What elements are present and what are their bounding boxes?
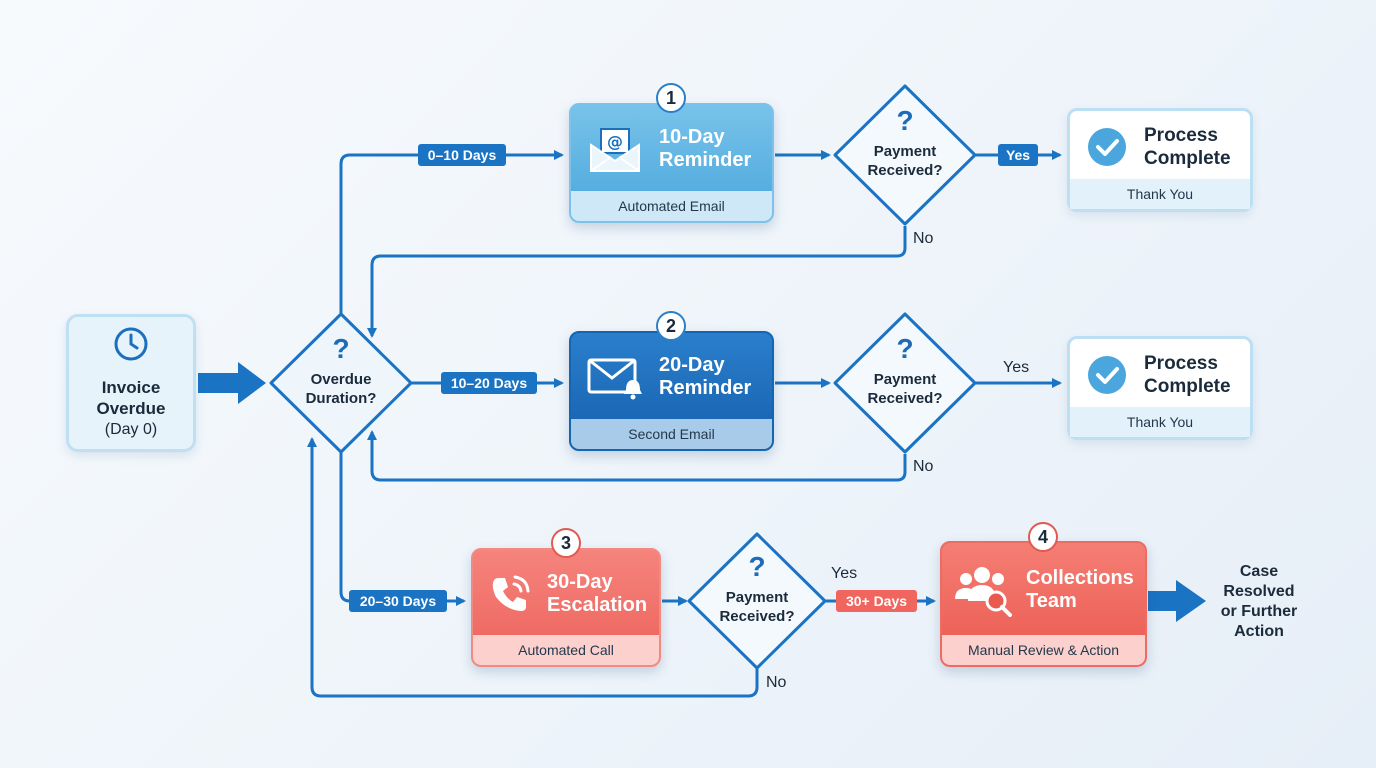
- decision2-shape: [833, 312, 977, 454]
- step4-badge: 4: [1028, 522, 1058, 552]
- decision3-shape: [687, 532, 827, 670]
- end-line3: or Further: [1220, 603, 1298, 620]
- step4-title-line2: Team: [1026, 590, 1077, 612]
- complete2-title-line1: Process: [1144, 353, 1218, 374]
- check-circle-icon: [1070, 354, 1144, 396]
- step2-caption: Second Email: [571, 419, 772, 449]
- complete1-title-line1: Process: [1144, 125, 1218, 146]
- step4-title-line1: Collections: [1026, 567, 1134, 589]
- step3-title-line1: 30-Day: [547, 571, 613, 593]
- range-tag-30-plus: 30+ Days: [836, 590, 917, 612]
- start-title-line2: Overdue: [96, 399, 166, 418]
- question-mark-icon: ?: [748, 551, 766, 582]
- end-case-resolved: Case Resolved or Further Action: [1206, 562, 1312, 642]
- email-bell-icon: [571, 352, 659, 402]
- end-line2: Resolved: [1223, 583, 1295, 600]
- decision-duration-line2: Duration?: [305, 390, 377, 407]
- step1-card: @ 10-Day Reminder Automated Email: [569, 103, 774, 223]
- step4-card: Collections Team Manual Review & Action: [940, 541, 1147, 667]
- start-invoice-overdue: Invoice Overdue (Day 0): [66, 314, 196, 452]
- decision2-yes-label: Yes: [1003, 359, 1030, 376]
- clock-icon: [113, 326, 149, 367]
- decision3: ? Payment Received?: [697, 552, 817, 626]
- step1-badge: 1: [656, 83, 686, 113]
- step2-title-line1: 20-Day: [659, 354, 725, 376]
- step1-caption: Automated Email: [571, 191, 772, 221]
- decision2: ? Payment Received?: [845, 334, 965, 408]
- process-complete-1: Process Complete Thank You: [1067, 108, 1253, 212]
- decision1: ? Payment Received?: [845, 106, 965, 180]
- decision1-shape: [833, 84, 977, 226]
- step2-title-line2: Reminder: [659, 377, 752, 399]
- complete2-caption: Thank You: [1070, 407, 1250, 437]
- decision3-line1: Payment: [725, 589, 789, 606]
- email-at-icon: @: [571, 123, 659, 175]
- step3-badge: 3: [551, 528, 581, 558]
- start-arrow: [198, 362, 266, 404]
- team-search-icon: [942, 563, 1026, 617]
- complete1-caption: Thank You: [1070, 179, 1250, 209]
- range-tag-20-30: 20–30 Days: [349, 590, 447, 612]
- complete1-title-line2: Complete: [1144, 148, 1231, 169]
- decision2-no-label: No: [913, 458, 934, 475]
- start-subtitle: (Day 0): [104, 421, 158, 438]
- range-tag-10-20: 10–20 Days: [441, 372, 537, 394]
- end-line1: Case: [1239, 563, 1279, 580]
- decision3-no-label: No: [766, 674, 787, 691]
- step3-card: 30-Day Escalation Automated Call: [471, 548, 661, 667]
- step3-caption: Automated Call: [473, 635, 659, 665]
- decision-duration-line1: Overdue: [310, 371, 372, 388]
- step4-caption: Manual Review & Action: [942, 635, 1145, 665]
- connector-to-step1: [339, 150, 564, 314]
- phone-icon: [473, 570, 547, 618]
- connector-to-step3: [339, 452, 466, 606]
- decision3-line2: Received?: [719, 608, 795, 625]
- step2-badge: 2: [656, 311, 686, 341]
- decision3-yes-label: Yes: [831, 565, 858, 582]
- end-line4: Action: [1234, 623, 1284, 640]
- decision2-line1: Payment: [873, 371, 937, 388]
- check-circle-icon: [1070, 126, 1144, 168]
- decision2-line2: Received?: [867, 390, 943, 407]
- decision1-no-label: No: [913, 230, 934, 247]
- decision1-yes-label: Yes: [998, 144, 1038, 166]
- connector-decision1-no: [367, 226, 907, 338]
- step1-title-line1: 10-Day: [659, 126, 725, 148]
- connector-decision3-no: [307, 437, 759, 698]
- decision1-line1: Payment: [873, 143, 937, 160]
- decision1-line2: Received?: [867, 162, 943, 179]
- complete2-title-line2: Complete: [1144, 376, 1231, 397]
- question-mark-icon: ?: [896, 333, 914, 364]
- svg-text:@: @: [607, 132, 623, 151]
- start-title-line1: Invoice: [101, 378, 161, 397]
- question-mark-icon: ?: [332, 333, 350, 364]
- step1-title-line2: Reminder: [659, 149, 752, 171]
- step2-card: 20-Day Reminder Second Email: [569, 331, 774, 451]
- range-tag-0-10: 0–10 Days: [418, 144, 506, 166]
- step3-title-line2: Escalation: [547, 594, 648, 616]
- connector-decision2-no: [367, 430, 907, 482]
- end-arrow: [1148, 580, 1206, 622]
- question-mark-icon: ?: [896, 105, 914, 136]
- decision-duration-shape: [269, 312, 413, 454]
- decision-duration: ? Overdue Duration?: [281, 334, 401, 408]
- process-complete-2: Process Complete Thank You: [1067, 336, 1253, 440]
